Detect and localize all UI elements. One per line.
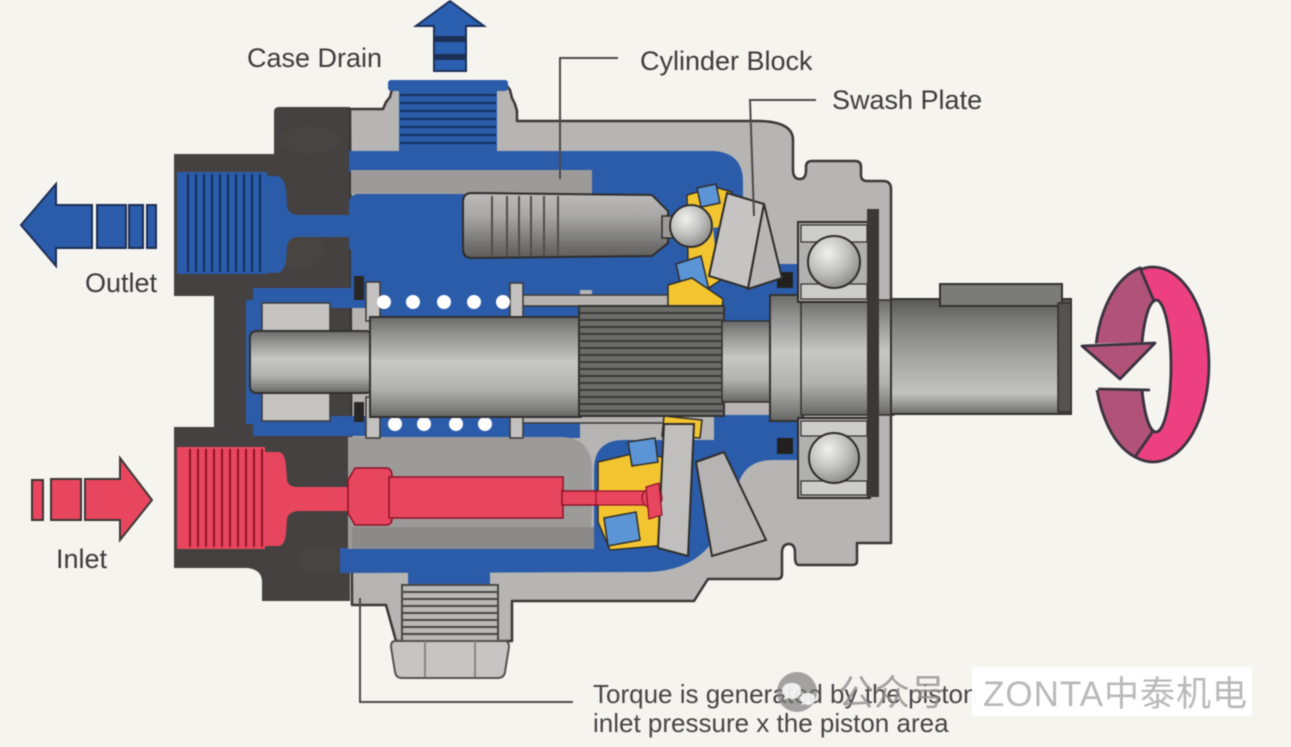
svg-text:Outlet: Outlet <box>85 268 158 298</box>
svg-text:Swash Plate: Swash Plate <box>832 85 982 115</box>
svg-text:Inlet: Inlet <box>56 544 108 574</box>
svg-text:Case Drain: Case Drain <box>247 43 382 73</box>
svg-text:ZONTA中泰机电: ZONTA中泰机电 <box>983 675 1248 714</box>
svg-text:inlet pressure x the piston ar: inlet pressure x the piston area <box>593 708 949 738</box>
svg-text:Cylinder Block: Cylinder Block <box>640 46 813 76</box>
svg-text:公众号: 公众号 <box>838 672 946 713</box>
